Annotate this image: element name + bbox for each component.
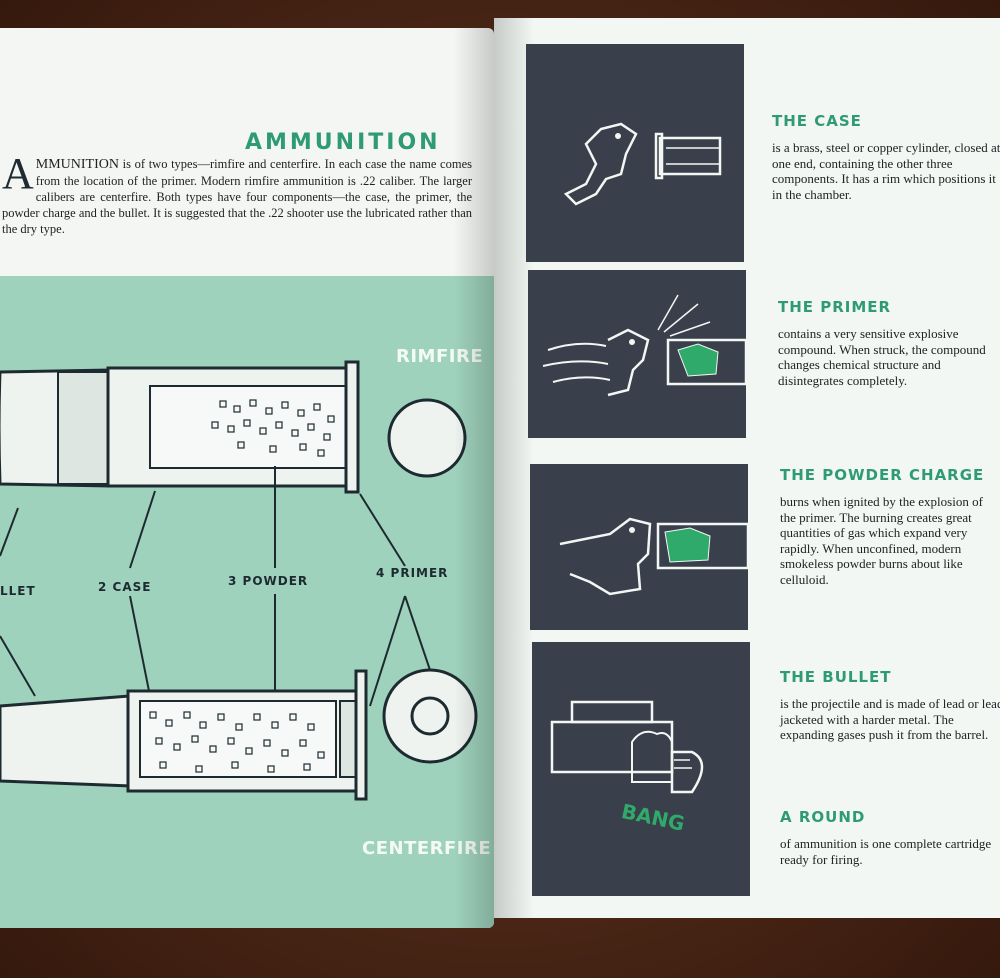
entry-powder: THE POWDER CHARGE burns when ignited by … [780, 466, 1000, 587]
gas-cloud-icon [631, 730, 673, 783]
rimfire-base [387, 398, 467, 478]
right-page: THE CASE is a brass, steel or copper cyl… [494, 18, 1000, 918]
entry-powder-text: burns when ignited by the explosion of t… [780, 494, 983, 587]
rimfire-rim [344, 360, 360, 494]
bullet-illustration: BANG [532, 642, 750, 896]
bird-figure-icon [559, 517, 652, 596]
primer-label: 4 PRIMER [376, 566, 449, 580]
left-gutter-shadow [454, 28, 494, 928]
entry-bullet-text: is the projectile and is made of lead or… [780, 696, 1000, 742]
cartridge-diagram-svg [0, 360, 478, 801]
case-label: 2 CASE [98, 580, 152, 594]
centerfire-powder-grains [149, 711, 325, 773]
entry-powder-heading: THE POWDER CHARGE [780, 466, 985, 484]
bird-figure-icon [607, 328, 650, 397]
powder-illustration-svg [559, 517, 748, 596]
entry-bullet: THE BULLET is the projectile and is made… [780, 668, 1000, 743]
powder-case-icon [656, 522, 748, 570]
entry-round: A ROUND of ammunition is one complete ca… [780, 808, 995, 867]
leader-lines [0, 466, 433, 707]
powder-illustration [530, 464, 748, 630]
centerfire-cartridge [0, 669, 368, 801]
bang-text: BANG [619, 799, 686, 836]
entry-primer-text: contains a very sensitive explosive comp… [778, 326, 986, 388]
powder-label: 3 POWDER [228, 574, 309, 588]
intro-smallcaps: MMUNITION [35, 157, 119, 172]
centerfire-bullet [0, 694, 132, 788]
rimfire-powder-chamber [149, 385, 347, 469]
entry-round-text: of ammunition is one complete cartridge … [780, 836, 992, 867]
entry-case-text: is a brass, steel or copper cylinder, cl… [772, 140, 1000, 202]
drop-cap: A [2, 149, 34, 198]
powder-burning-icon [664, 527, 711, 563]
rimfire-label: RIMFIRE [396, 346, 484, 367]
primer-illustration [528, 270, 746, 438]
intro-text: is of two types—rimfire and centerfire. … [2, 157, 472, 236]
barrel-icon [550, 720, 674, 774]
bird-figure-icon [563, 122, 638, 206]
page-title: AMMUNITION [245, 130, 441, 155]
entry-primer-heading: THE PRIMER [778, 298, 892, 316]
cartridge-diagram: RIMFIRE LLET 2 CASE 3 POWDER 4 PRIMER CE… [0, 276, 494, 928]
entry-primer: THE PRIMER contains a very sensitive exp… [778, 298, 1000, 388]
rimfire-powder-grains [211, 399, 335, 457]
centerfire-primer-cap [410, 696, 450, 736]
case-illustration-svg [563, 122, 722, 206]
entry-case: THE CASE is a brass, steel or copper cyl… [772, 112, 1000, 202]
centerfire-primer-pocket [339, 700, 357, 778]
case-illustration [526, 44, 744, 262]
entry-bullet-heading: THE BULLET [780, 668, 892, 686]
primer-case-icon [666, 338, 746, 386]
bullet-label: LLET [0, 584, 36, 598]
case-cylinder-icon [658, 136, 722, 176]
rimfire-cartridge [0, 360, 360, 494]
centerfire-rim [354, 669, 368, 801]
bullet-projectile-icon [670, 750, 704, 794]
primer-flash-icon [677, 343, 719, 377]
centerfire-label: CENTERFIRE [362, 838, 492, 859]
bullet-illustration-svg: BANG [550, 700, 704, 836]
entry-round-heading: A ROUND [780, 808, 866, 826]
entry-case-heading: THE CASE [772, 112, 862, 130]
primer-illustration-svg [542, 294, 746, 397]
rimfire-crimp [57, 371, 111, 485]
